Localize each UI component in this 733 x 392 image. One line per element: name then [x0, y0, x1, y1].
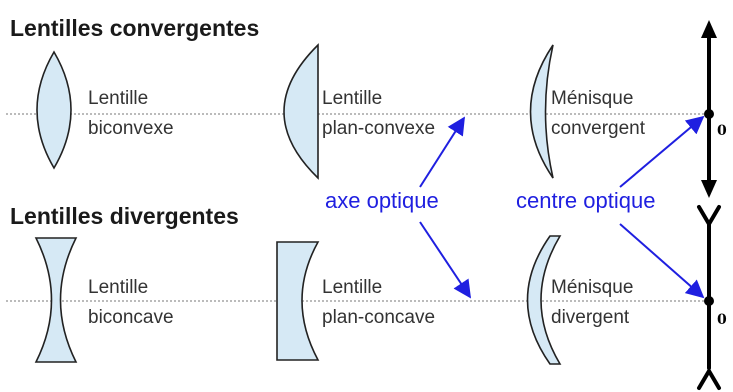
svg-text:biconvexe: biconvexe — [88, 118, 174, 139]
heading-convergent-lenses: Lentilles convergentes — [10, 15, 259, 41]
svg-text:biconcave: biconcave — [88, 307, 174, 328]
inverted-arrowhead-top-icon — [697, 205, 721, 226]
svg-text:Ménisque: Ménisque — [551, 277, 633, 298]
svg-text:Ménisque: Ménisque — [551, 88, 633, 109]
label-biconcave: Lentille biconcave — [88, 277, 174, 328]
origin-label-bottom: 0 — [717, 312, 727, 328]
svg-text:convergent: convergent — [551, 118, 646, 139]
label-plano-concave: Lentille plan-concave — [322, 277, 435, 328]
svg-text:Lentille: Lentille — [88, 277, 148, 298]
svg-text:Lentille: Lentille — [322, 88, 382, 109]
optical-axis-annotation: axe optique — [325, 188, 439, 213]
label-meniscus-convergent: Ménisque convergent — [551, 88, 646, 139]
svg-text:plan-convexe: plan-convexe — [322, 118, 435, 139]
plano-concave-lens — [276, 241, 320, 361]
label-meniscus-divergent: Ménisque divergent — [551, 277, 633, 328]
inverted-arrowhead-bottom-icon — [697, 369, 721, 390]
svg-text:Lentille: Lentille — [88, 88, 148, 109]
plano-convex-lens — [283, 43, 319, 180]
optical-center-dot-bottom — [704, 296, 714, 306]
svg-text:Lentille: Lentille — [322, 277, 382, 298]
pointer-optical-center-top — [619, 115, 705, 188]
biconcave-lens — [34, 237, 78, 363]
label-biconvex: Lentille biconvexe — [88, 88, 174, 139]
arrow-down-icon — [701, 180, 717, 198]
pointer-optical-axis-top — [419, 116, 465, 188]
meniscus-divergent-lens — [526, 235, 562, 365]
arrow-up-icon — [701, 20, 717, 38]
label-plano-convex: Lentille plan-convexe — [322, 88, 435, 139]
origin-label-top: 0 — [717, 123, 727, 139]
biconvex-lens — [36, 50, 72, 170]
pointer-optical-center-bottom — [619, 223, 705, 299]
divergent-lens-symbol: 0 — [697, 205, 727, 390]
optical-center-dot-top — [704, 109, 714, 119]
pointer-optical-axis-bottom — [419, 221, 471, 299]
heading-divergent-lenses: Lentilles divergentes — [10, 203, 239, 229]
optical-center-annotation: centre optique — [516, 188, 655, 213]
convergent-lens-symbol: 0 — [701, 20, 727, 198]
meniscus-convergent-lens — [529, 44, 554, 179]
svg-text:divergent: divergent — [551, 307, 630, 328]
svg-text:plan-concave: plan-concave — [322, 307, 435, 328]
